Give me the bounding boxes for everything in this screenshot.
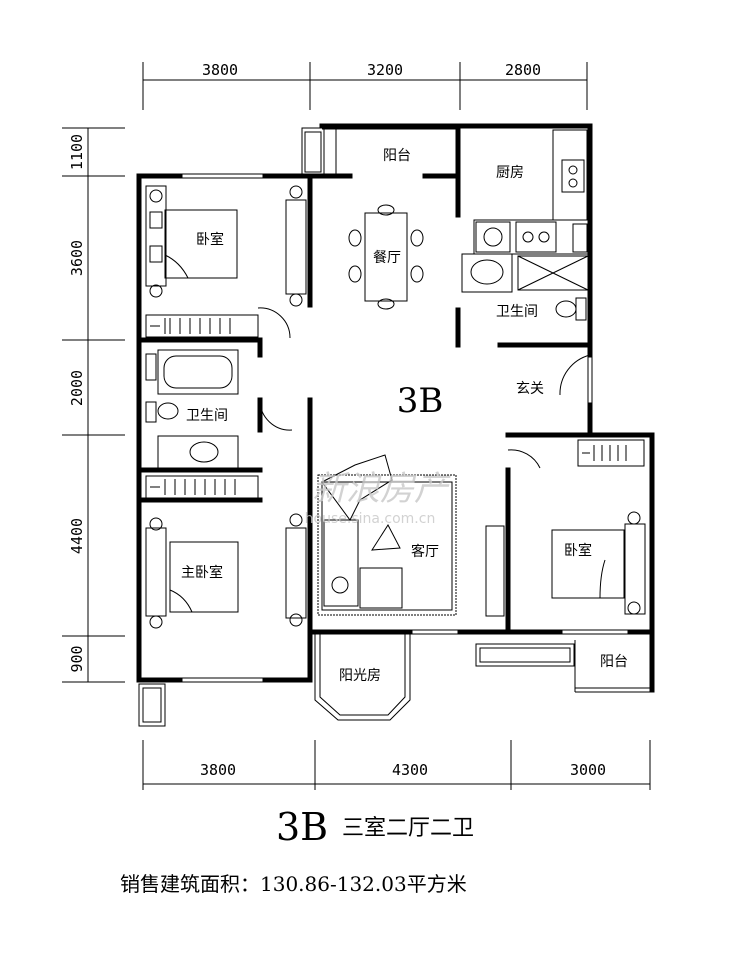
room-label-sunroom: 阳光房 [339,668,381,684]
room-label-living: 客厅 [411,543,439,560]
room-label-entry: 玄关 [516,380,544,397]
dim-bottom-3: 3000 [570,761,606,779]
plan-code: 3B [275,805,329,849]
kitchen-fixtures [473,129,591,255]
bottom-dimension-line [142,740,651,790]
unit-label: 3B [397,381,444,421]
room-label-bedroom-top: 卧室 [196,231,224,248]
plan-layout: 三室二厅二卫 [342,816,475,841]
top-dimension-line [142,62,588,110]
room-label-master-bedroom: 主卧室 [181,564,223,581]
plan-title: 3B 三室二厅二卫 [0,805,750,849]
right-bathroom-fixtures [461,253,589,321]
watermark-brand: 新浪房产 [312,469,451,509]
living-room-furniture [317,449,541,617]
dim-left-2: 3600 [68,240,86,276]
dim-top-3: 2800 [505,61,541,79]
dining-table [348,204,424,310]
left-dimension-line [62,127,125,683]
room-label-bedroom-right: 卧室 [564,542,592,559]
bedroom-top-furniture [145,185,307,339]
master-bedroom-furniture [145,475,307,629]
right-balcony [475,640,652,693]
entry-door [559,354,591,396]
room-label-dining: 餐厅 [373,250,401,266]
dim-top-1: 3800 [202,61,238,79]
dim-left-3: 2000 [68,370,86,406]
bottom-left-balcony [138,683,166,727]
sales-area: 销售建筑面积：130.86-132.03平方米 [120,872,467,896]
dim-bottom-1: 3800 [200,761,236,779]
room-label-kitchen: 厨房 [496,165,524,181]
dim-bottom-2: 4300 [392,761,428,779]
room-label-balcony-right: 阳台 [600,654,628,670]
dim-left-1: 1100 [68,134,86,170]
dim-left-5: 900 [68,645,86,672]
sunroom [314,630,411,721]
watermark-url: house.sina.com.cn [305,511,436,527]
room-label-bath-right: 卫生间 [496,304,538,320]
top-balcony [301,123,458,177]
dim-top-2: 3200 [367,61,403,79]
dim-left-4: 4400 [68,518,86,554]
room-label-bath-left: 卫生间 [186,408,228,424]
bedroom-right-furniture [551,439,646,615]
left-bathroom-fixtures [145,349,293,469]
room-label-balcony-top: 阳台 [383,148,411,164]
windows [180,173,630,683]
